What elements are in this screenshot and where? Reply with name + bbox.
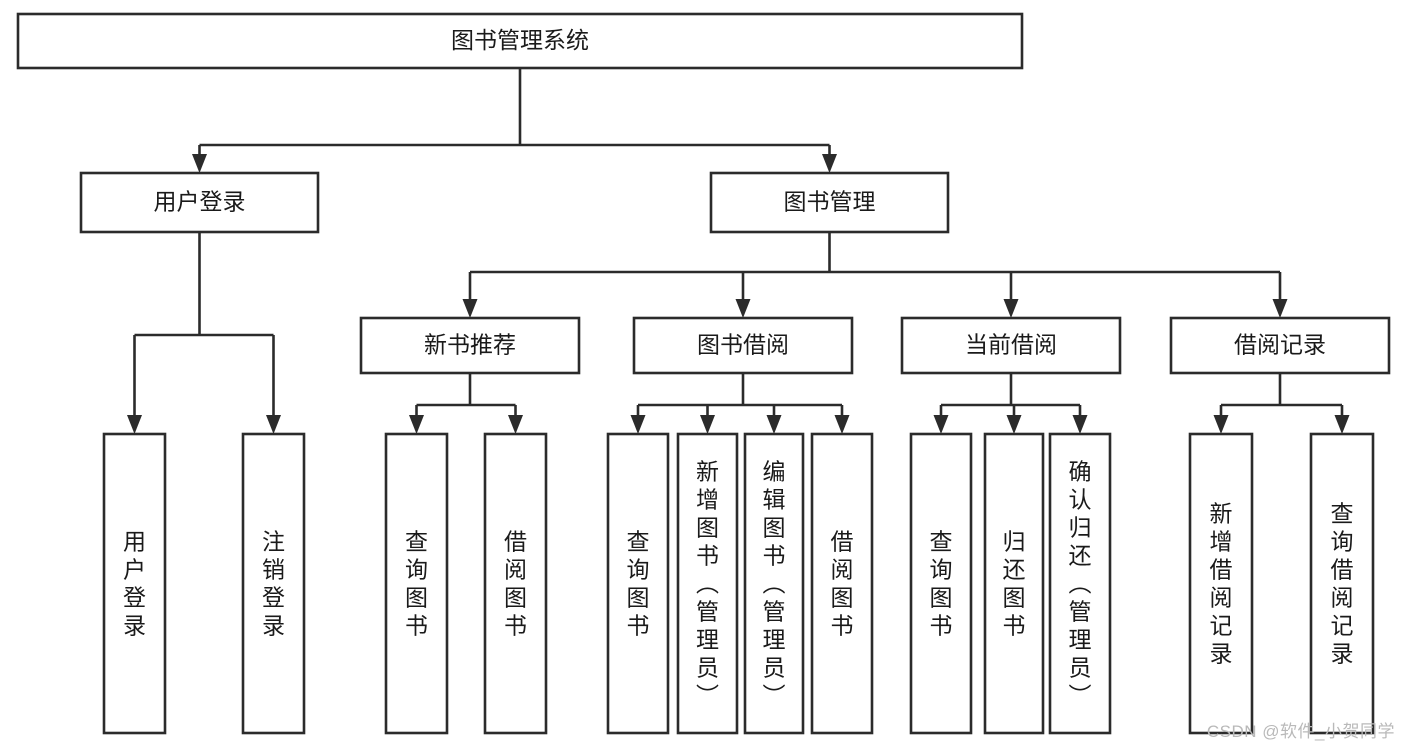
watermark-text: CSDN @软件_小贺同学 xyxy=(1206,722,1395,741)
node-label: 编辑图书︵管理员︶ xyxy=(763,458,786,708)
arrow-head-icon xyxy=(266,415,281,434)
arrow-head-icon xyxy=(1072,415,1088,434)
arrow-head-icon xyxy=(933,415,949,434)
arrow-head-icon xyxy=(766,415,782,434)
connector-user-login-to-leaves xyxy=(127,232,281,434)
connectors-layer xyxy=(127,68,1350,434)
node-label: 查询图书 xyxy=(627,528,650,638)
node-label: 注销登录 xyxy=(262,528,285,638)
node-box xyxy=(102,432,167,735)
node-leaf-return-book[interactable]: 归还图书 xyxy=(983,432,1045,735)
node-label: 图书管理系统 xyxy=(451,27,589,53)
connector-borrow-record-to-leaves xyxy=(1213,373,1350,434)
arrow-head-icon xyxy=(834,415,850,434)
node-box xyxy=(632,316,854,375)
node-leaf-borrow-book-bor[interactable]: 借阅图书 xyxy=(810,432,874,735)
node-root[interactable]: 图书管理系统 xyxy=(16,12,1024,70)
arrow-head-icon xyxy=(735,299,751,318)
connector-book-borrow-to-leaves xyxy=(630,373,850,434)
node-label: 借阅图书 xyxy=(831,528,854,638)
arrow-head-icon xyxy=(1213,415,1229,434)
node-box xyxy=(384,432,449,735)
node-box xyxy=(709,171,950,234)
arrow-head-icon xyxy=(409,415,424,434)
node-leaf-query-record[interactable]: 查询借阅记录 xyxy=(1309,432,1375,735)
node-label: 当前借阅 xyxy=(965,332,1057,358)
node-box xyxy=(359,316,581,375)
arrow-head-icon xyxy=(508,415,523,434)
node-leaf-query-book-rec[interactable]: 查询图书 xyxy=(384,432,449,735)
node-book-manage[interactable]: 图书管理 xyxy=(709,171,950,234)
node-box xyxy=(483,432,548,735)
node-label: 用户登录 xyxy=(154,189,246,215)
arrow-head-icon xyxy=(822,154,837,173)
node-label: 借阅记录 xyxy=(1234,332,1326,358)
node-current-borrow[interactable]: 当前借阅 xyxy=(900,316,1122,375)
arrow-head-icon xyxy=(700,415,715,434)
node-box xyxy=(900,316,1122,375)
connector-current-borrow-to-leaves xyxy=(933,373,1088,434)
node-box xyxy=(79,171,320,234)
arrow-head-icon xyxy=(192,154,207,173)
node-label: 新增借阅记录 xyxy=(1210,500,1233,666)
connector-root-to-level2 xyxy=(192,68,837,173)
node-label: 归还图书 xyxy=(1003,528,1026,638)
node-box xyxy=(241,432,306,735)
node-label: 新增图书︵管理员︶ xyxy=(696,458,719,708)
node-label: 图书管理 xyxy=(784,189,876,215)
node-box xyxy=(909,432,973,735)
node-label: 用户登录 xyxy=(123,528,146,638)
node-box xyxy=(606,432,670,735)
connector-new-book-recommend-to-leaves xyxy=(409,373,523,434)
node-box xyxy=(1048,432,1112,735)
node-borrow-record[interactable]: 借阅记录 xyxy=(1169,316,1391,375)
node-box xyxy=(1309,432,1375,735)
node-label: 确认归还︵管理员︶ xyxy=(1069,458,1092,708)
node-box xyxy=(676,432,739,735)
node-leaf-logout[interactable]: 注销登录 xyxy=(241,432,306,735)
node-leaf-add-book[interactable]: 新增图书︵管理员︶ xyxy=(676,432,739,735)
node-leaf-confirm-return[interactable]: 确认归还︵管理员︶ xyxy=(1048,432,1112,735)
node-book-borrow[interactable]: 图书借阅 xyxy=(632,316,854,375)
node-label: 借阅图书 xyxy=(504,528,527,638)
node-leaf-user-login[interactable]: 用户登录 xyxy=(102,432,167,735)
arrow-head-icon xyxy=(127,415,142,434)
arrow-head-icon xyxy=(1272,299,1288,318)
nodes-layer: 图书管理系统用户登录图书管理新书推荐图书借阅当前借阅借阅记录用户登录注销登录查询… xyxy=(16,12,1391,735)
node-box xyxy=(983,432,1045,735)
node-box xyxy=(1188,432,1254,735)
node-box xyxy=(810,432,874,735)
node-leaf-add-record[interactable]: 新增借阅记录 xyxy=(1188,432,1254,735)
node-user-login[interactable]: 用户登录 xyxy=(79,171,320,234)
arrow-head-icon xyxy=(1334,415,1350,434)
node-leaf-query-book-bor[interactable]: 查询图书 xyxy=(606,432,670,735)
node-label: 查询图书 xyxy=(930,528,953,638)
node-label: 图书借阅 xyxy=(697,332,789,358)
node-box xyxy=(743,432,805,735)
node-leaf-borrow-book-rec[interactable]: 借阅图书 xyxy=(483,432,548,735)
node-box xyxy=(16,12,1024,70)
arrow-head-icon xyxy=(1003,299,1019,318)
node-label: 新书推荐 xyxy=(424,332,516,358)
arrow-head-icon xyxy=(462,299,478,318)
node-new-book-recommend[interactable]: 新书推荐 xyxy=(359,316,581,375)
node-leaf-edit-book[interactable]: 编辑图书︵管理员︶ xyxy=(743,432,805,735)
node-label: 查询图书 xyxy=(405,528,428,638)
connector-book-manage-to-level3 xyxy=(462,232,1288,318)
node-label: 查询借阅记录 xyxy=(1331,500,1354,666)
node-leaf-query-book-cur[interactable]: 查询图书 xyxy=(909,432,973,735)
arrow-head-icon xyxy=(1006,415,1022,434)
node-box xyxy=(1169,316,1391,375)
arrow-head-icon xyxy=(630,415,646,434)
